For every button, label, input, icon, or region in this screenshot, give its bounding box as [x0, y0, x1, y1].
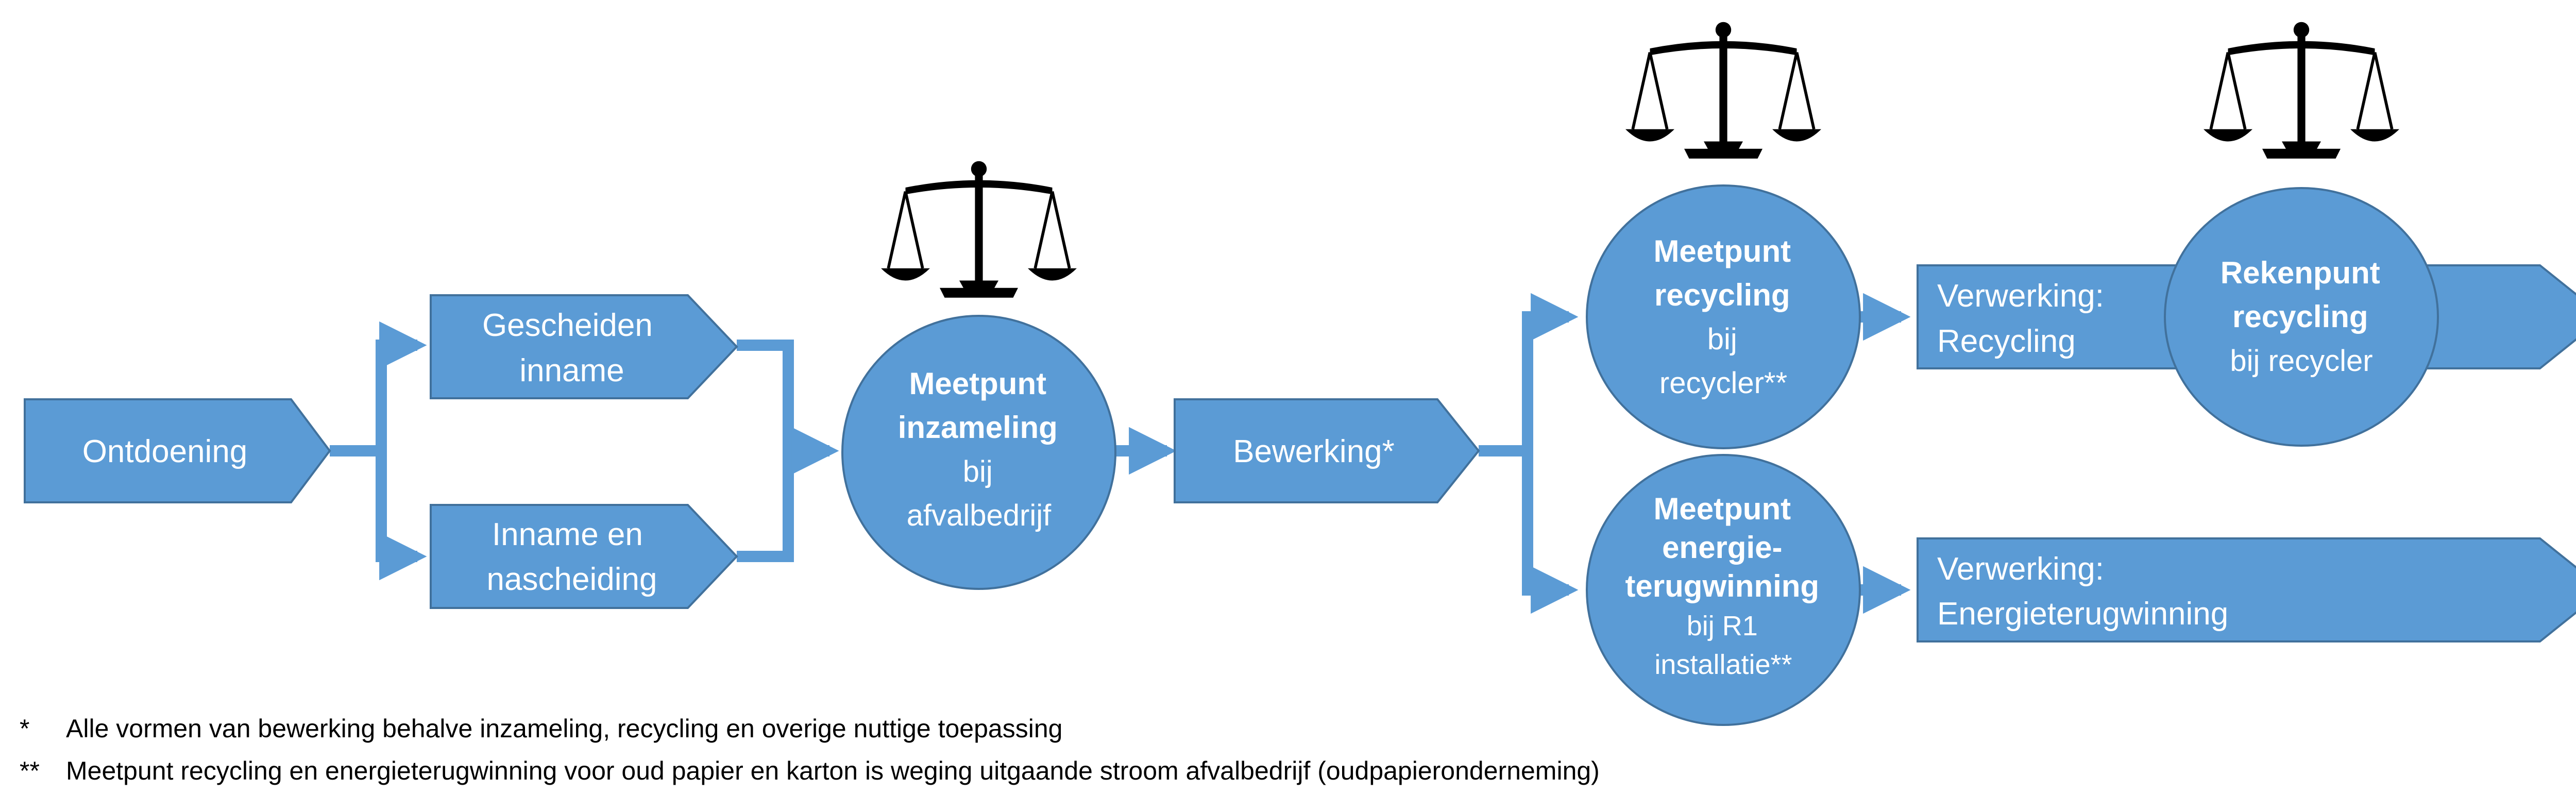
connector-to-nascheiding: [376, 451, 427, 581]
node-nascheiding-line2: nascheiding: [487, 562, 657, 597]
meetpunt-recycling-bold2: recycling: [1654, 278, 1790, 312]
node-meetpunt-recycling: Meetpunt recycling bij recycler**: [1586, 184, 1861, 449]
connector-to-gescheiden: [376, 321, 427, 451]
connectors: [330, 293, 1911, 614]
meetpunt-recycling-bold1: Meetpunt: [1653, 234, 1791, 268]
node-gescheiden-inname: Gescheiden inname: [430, 294, 738, 399]
footnote-1-mark: *: [20, 714, 30, 743]
rekenpunt-recycling-bold1: Rekenpunt: [2221, 256, 2380, 290]
footnote-1: * Alle vormen van bewerking behalve inzam…: [20, 714, 1062, 743]
node-bewerking: Bewerking*: [1174, 398, 1480, 503]
footnote-1-text: Alle vormen van bewerking behalve inzame…: [66, 714, 1063, 743]
meetpunt-recycling-normal2: recycler**: [1659, 366, 1787, 400]
node-gescheiden-line1: Gescheiden: [482, 308, 653, 343]
node-meetpunt-energie: Meetpunt energie- terugwinning bij R1 in…: [1586, 454, 1861, 726]
meetpunt-energie-bold3: terugwinning: [1625, 569, 1819, 603]
connector-to-meetpunt-energie: [1522, 451, 1579, 614]
meetpunt-energie-bold2: energie-: [1662, 530, 1782, 565]
meetpunt-energie-normal1: bij R1: [1687, 611, 1758, 641]
svg-text:Rekenpunt recycling: Rekenpunt recycling bij recycler: [2221, 256, 2382, 378]
node-nascheiding-line1: Inname en: [492, 517, 643, 552]
meetpunt-recycling-normal1: bij: [1707, 323, 1737, 356]
node-verwerking-energie: Verwerking: Energieterugwinning: [1917, 537, 2576, 642]
meetpunt-inzameling-bold2: inzameling: [898, 410, 1058, 445]
footnote-2: ** Meetpunt recycling en energieterugwinn…: [20, 756, 1600, 786]
node-verwerking-energie-line1: Verwerking:: [1937, 551, 2104, 587]
meetpunt-inzameling-normal1: bij: [963, 455, 993, 488]
rekenpunt-recycling-normal1: bij recycler: [2230, 344, 2372, 378]
node-inname-nascheiding: Inname en nascheiding: [430, 504, 738, 609]
node-ontdoening: Ontdoening: [24, 398, 331, 503]
connector-to-meetpunt-recycling: [1522, 293, 1579, 451]
connector-nascheiding-merge: [737, 451, 794, 562]
connector-gescheiden-merge: [737, 340, 794, 451]
meetpunt-energie-bold1: Meetpunt: [1653, 492, 1791, 526]
node-ontdoening-label: Ontdoening: [82, 434, 248, 469]
svg-text:Meetpunt energie-: Meetpunt energie- terugwinning bij R1 in…: [1625, 492, 1821, 680]
svg-text:Verwerking: Energieterug: Verwerking: Energieterugwinning: [1937, 551, 2228, 632]
node-verwerking-energie-line2: Energieterugwinning: [1937, 596, 2228, 632]
svg-text:Gescheiden inname: Gescheiden inname: [482, 308, 662, 388]
node-verwerking-recycling-line2: Recycling: [1937, 324, 2076, 359]
node-meetpunt-inzameling: Meetpunt inzameling bij afvalbedrijf: [841, 315, 1116, 590]
meetpunt-inzameling-normal2: afvalbedrijf: [907, 499, 1052, 532]
scale-icon: [881, 161, 1077, 298]
node-bewerking-label: Bewerking*: [1233, 434, 1395, 469]
scale-icon: [2204, 22, 2399, 159]
node-verwerking-recycling-line1: Verwerking:: [1937, 278, 2104, 314]
node-gescheiden-line2: inname: [519, 353, 624, 388]
footnote-2-mark: **: [20, 756, 40, 785]
svg-text:Meetpunt inzameling: Meetpunt inzameling bij afvalbedrijf: [898, 366, 1060, 532]
svg-text:Meetpunt recycling: Meetpunt recycling bij recycler**: [1653, 234, 1793, 400]
meetpunt-inzameling-bold1: Meetpunt: [909, 366, 1046, 401]
rekenpunt-recycling-bold2: recycling: [2232, 299, 2368, 334]
svg-text:Inname en nascheiding: Inname en nascheiding: [487, 517, 657, 597]
footnote-2-text: Meetpunt recycling en energieterugwinnin…: [66, 756, 1600, 785]
meetpunt-energie-normal2: installatie**: [1654, 649, 1792, 680]
svg-text:Verwerking: Recycling: Verwerking: Recycling: [1937, 278, 2113, 359]
node-rekenpunt-recycling: Rekenpunt recycling bij recycler: [2164, 187, 2439, 447]
scale-icon: [1625, 22, 1821, 159]
